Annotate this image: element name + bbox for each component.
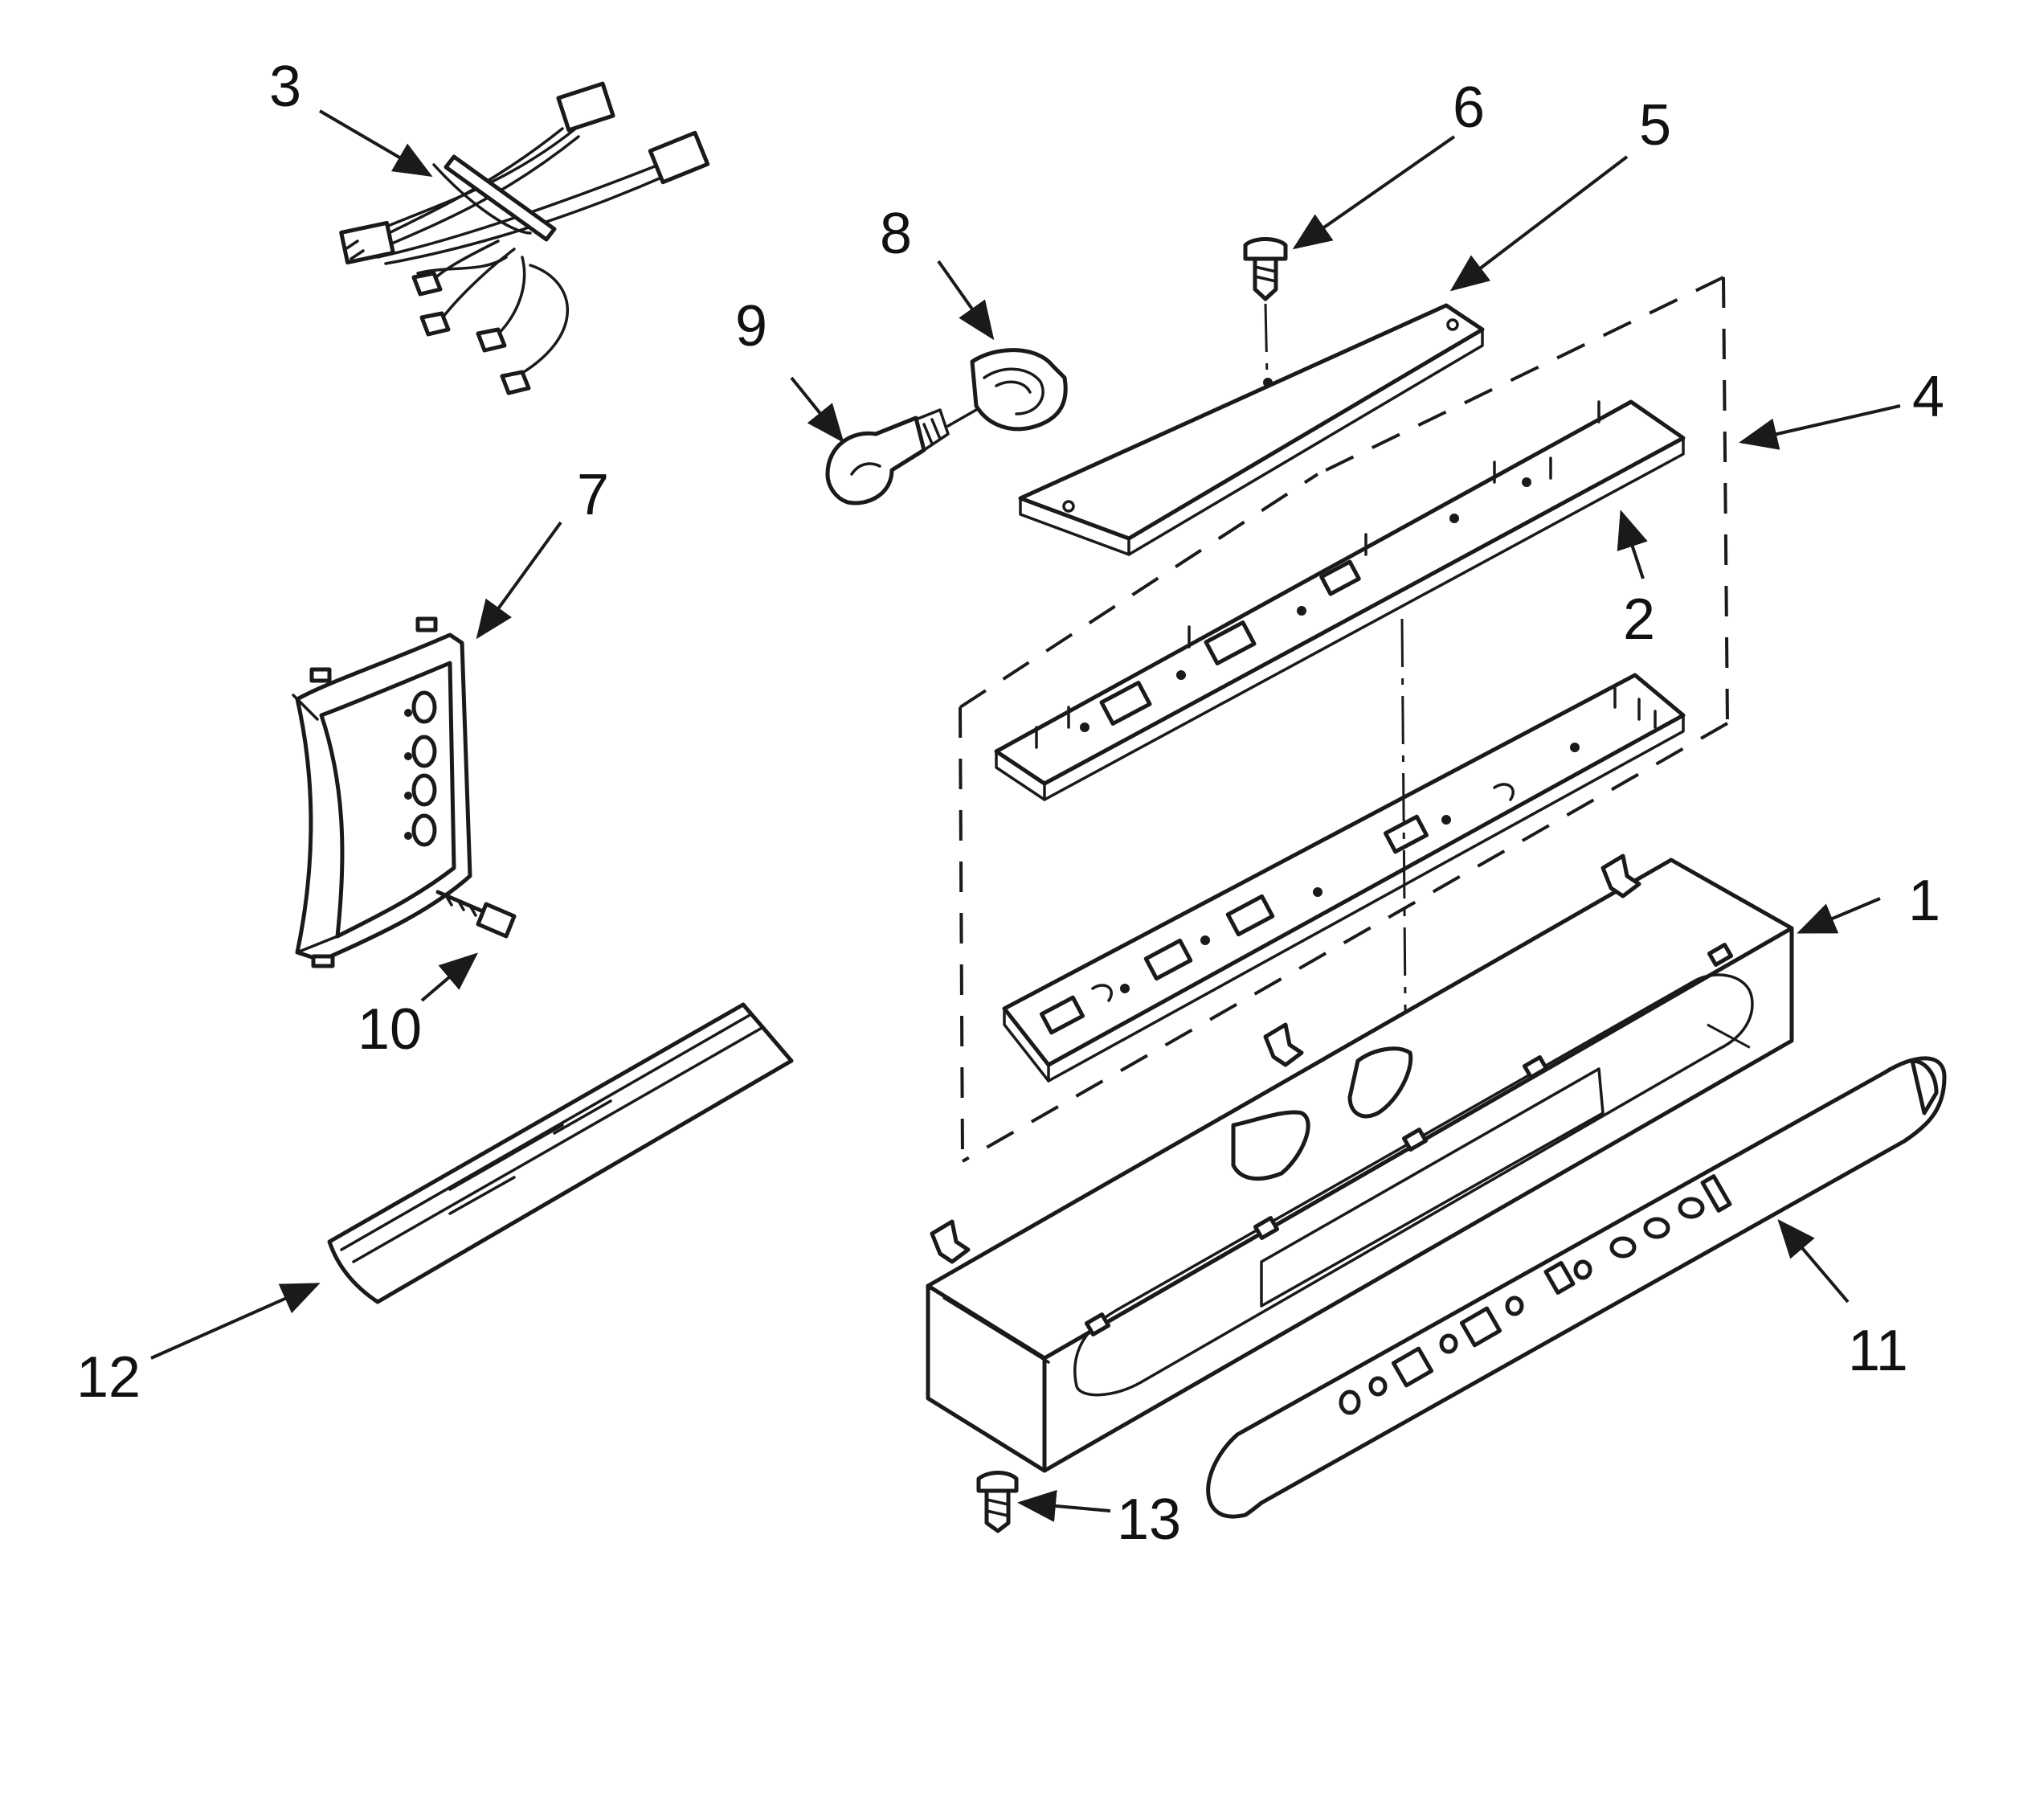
leader-4	[1739, 404, 1901, 450]
control-assembly-group-outline	[959, 276, 1729, 1163]
front-overlay-part	[1206, 1056, 1947, 1519]
screw-part-13	[976, 1471, 1019, 1533]
leader-1	[1797, 897, 1881, 934]
callout-6: 6	[1453, 76, 1485, 140]
callout-labels: 3 6 5 8 9 4 7 2 1 10 11 12 13	[76, 55, 1944, 1552]
dispenser-cover-part	[292, 616, 472, 968]
leader-12	[150, 1283, 321, 1360]
callout-1: 1	[1908, 869, 1940, 933]
callout-7: 7	[577, 463, 609, 527]
callout-3: 3	[269, 55, 301, 119]
callout-8: 8	[880, 202, 912, 266]
callout-4: 4	[1912, 365, 1944, 429]
wire-harness-part	[339, 81, 710, 395]
callout-5: 5	[1639, 93, 1671, 158]
leader-9	[790, 376, 844, 444]
leader-2	[1617, 510, 1648, 579]
leader-5	[1449, 155, 1629, 292]
callout-11: 11	[1848, 1319, 1908, 1383]
bulb-part	[825, 408, 950, 506]
leader-13	[1017, 1489, 1111, 1522]
trim-channel-part	[327, 1002, 794, 1304]
callout-9: 9	[735, 294, 767, 358]
leader-10	[420, 952, 479, 1002]
lower-control-board-part	[1002, 673, 1686, 1083]
screw-part-6	[1243, 237, 1288, 387]
callout-2: 2	[1623, 587, 1655, 652]
upper-control-board-part	[994, 399, 1686, 801]
leader-3	[318, 109, 433, 178]
callout-10: 10	[358, 997, 422, 1062]
callout-13: 13	[1117, 1488, 1181, 1552]
leader-11	[1777, 1218, 1850, 1304]
leader-8	[937, 260, 995, 341]
cover-plate-part	[1018, 303, 1485, 556]
leader-7	[476, 521, 562, 640]
screw-part-10	[435, 890, 517, 939]
callout-12: 12	[76, 1345, 141, 1410]
leader-arrows	[150, 109, 1901, 1522]
bulb-socket-part	[946, 348, 1068, 432]
leader-6	[1292, 135, 1456, 250]
control-housing-part	[926, 853, 1794, 1473]
